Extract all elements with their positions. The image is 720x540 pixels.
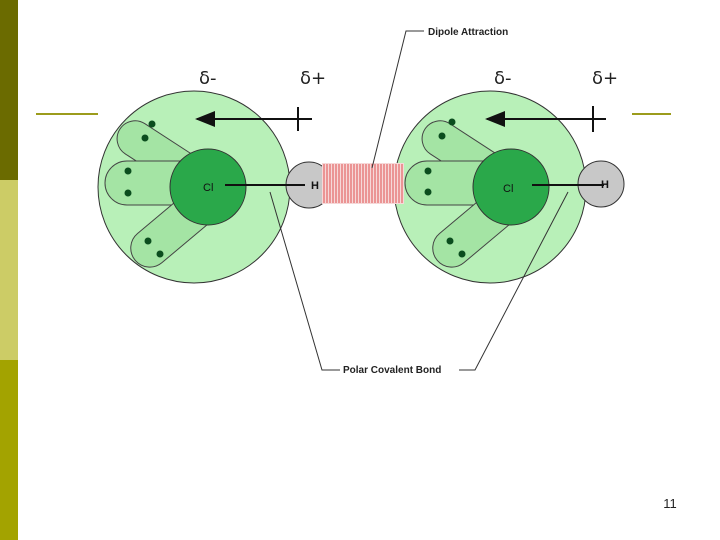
dipole-attraction-label: Dipole Attraction xyxy=(428,27,508,38)
molecule-1 xyxy=(97,90,333,284)
charge-negative-label: δ- xyxy=(494,68,512,89)
sidebar-segment-dark xyxy=(0,0,18,180)
charge-positive-label: δ+ xyxy=(592,68,618,89)
sidebar-segment-light xyxy=(0,180,18,360)
bond-leader-line xyxy=(459,191,569,371)
hydrogen-label: H xyxy=(601,179,609,191)
chlorine-atom xyxy=(169,148,247,226)
molecule-2 xyxy=(393,90,625,284)
polar-covalent-bond-label: Polar Covalent Bond xyxy=(343,365,441,376)
sidebar-segment-mid xyxy=(0,360,18,540)
chlorine-atom xyxy=(472,148,550,226)
bond-leader-line xyxy=(269,191,340,371)
chlorine-label: Cl xyxy=(503,183,513,195)
sidebar-bar xyxy=(0,0,18,540)
hydrogen-label: H xyxy=(311,180,319,192)
charge-positive-label: δ+ xyxy=(300,68,326,89)
dipole-attraction-region xyxy=(322,163,404,204)
charge-negative-label: δ- xyxy=(199,68,217,89)
page-number: 11 xyxy=(663,496,677,511)
chlorine-label: Cl xyxy=(203,182,213,194)
dipole-leader-line xyxy=(371,30,424,169)
